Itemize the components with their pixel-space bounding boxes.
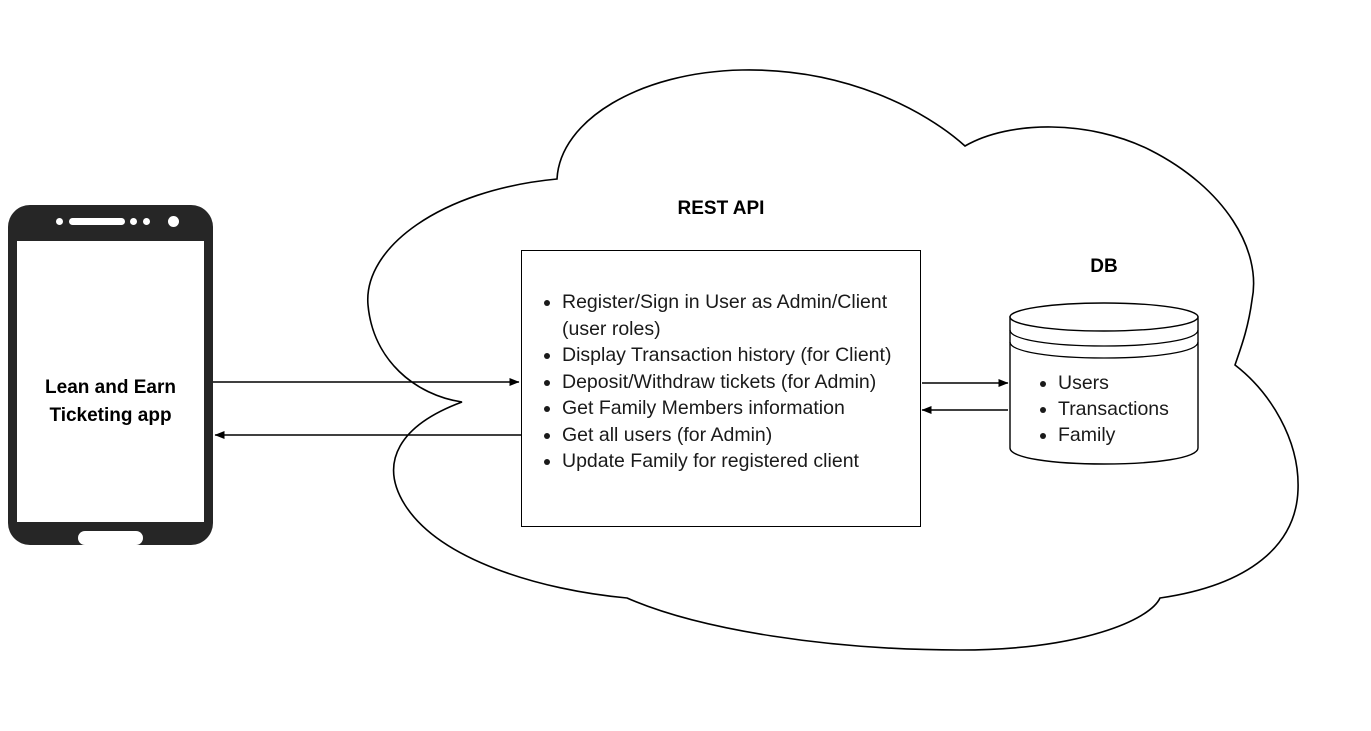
database-title: DB <box>1090 256 1118 277</box>
db-top-ellipse <box>1009 302 1199 332</box>
phone-earpiece-icon <box>69 218 125 225</box>
database-cylinder-icon <box>1009 302 1199 465</box>
list-item: Transactions <box>1058 396 1169 422</box>
list-item: Deposit/Withdraw tickets (for Admin) <box>562 369 920 396</box>
database-collection-list: Users Transactions Family <box>1028 370 1169 448</box>
list-item: Users <box>1058 370 1169 396</box>
list-item: Get Family Members information <box>562 395 920 422</box>
db-body-path <box>1009 316 1199 465</box>
list-item: Get all users (for Admin) <box>562 422 920 449</box>
db-ridge-line-1 <box>1009 329 1199 347</box>
list-item: Update Family for registered client <box>562 448 920 475</box>
list-item: Display Transaction history (for Client) <box>562 342 920 369</box>
phone-home-button[interactable] <box>78 531 143 545</box>
phone-sensor-dot-icon <box>130 218 137 225</box>
phone-screen: Lean and Earn Ticketing app <box>17 241 204 522</box>
client-phone[interactable]: Lean and Earn Ticketing app <box>8 205 213 545</box>
rest-api-box: Register/Sign in User as Admin/Client (u… <box>521 250 921 527</box>
phone-sensor-dot-icon <box>56 218 63 225</box>
rest-api-endpoint-list: Register/Sign in User as Admin/Client (u… <box>522 251 920 475</box>
rest-api-title: REST API <box>677 198 765 219</box>
phone-camera-icon <box>168 216 179 227</box>
phone-sensor-dot-icon <box>143 218 150 225</box>
list-item: Family <box>1058 422 1169 448</box>
db-ridge-line-2 <box>1009 341 1199 359</box>
list-item: Register/Sign in User as Admin/Client (u… <box>562 289 920 342</box>
app-title-label: Lean and Earn Ticketing app <box>45 377 176 426</box>
